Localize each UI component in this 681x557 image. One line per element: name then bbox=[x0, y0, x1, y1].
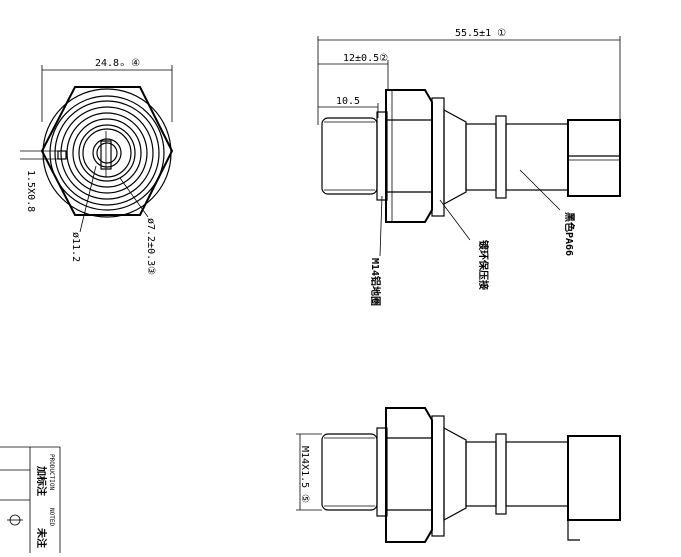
title-block: 加标注 PRODUCTION 未注 NOTED bbox=[0, 446, 61, 553]
side-view-top: 55.5±1 ① 12±0.5② 10.5 M14铝地圈 bbox=[317, 28, 621, 306]
dim-thread-spec: M14X1.5 bbox=[299, 446, 310, 488]
title-block-text-3: 未注 bbox=[35, 527, 48, 548]
title-block-text-2: PRODUCTION bbox=[48, 454, 55, 491]
dim-mark-5: ⑤ bbox=[299, 494, 310, 503]
dim-slot: 1.5X0.8 bbox=[25, 170, 36, 212]
dim-mark-3: ③ bbox=[145, 266, 156, 275]
title-block-text-1: 加标注 bbox=[35, 465, 48, 496]
end-view: 24.8ₒ ④ 1.5X0.8 ø11.2 ø7.2±0.3 ③ bbox=[20, 58, 174, 275]
dim-shank-length: 10.5 bbox=[336, 96, 360, 107]
label-ring: 镀环保压接 bbox=[477, 240, 490, 290]
dim-hex-width: 24.8ₒ ④ bbox=[95, 58, 140, 69]
dim-outer-diameter: ø7.2±0.3 bbox=[145, 218, 156, 266]
dim-total-length: 55.5±1 ① bbox=[455, 28, 506, 39]
side-view-bottom: M14X1.5 ⑤ bbox=[296, 407, 621, 543]
label-connector: 黑色PA66 bbox=[563, 212, 576, 256]
dim-thread-length: 12±0.5② bbox=[343, 53, 388, 64]
title-block-text-4: NOTED bbox=[48, 508, 55, 526]
dim-inner-diameter: ø11.2 bbox=[70, 232, 81, 262]
label-thread: M14铝地圈 bbox=[369, 258, 382, 306]
